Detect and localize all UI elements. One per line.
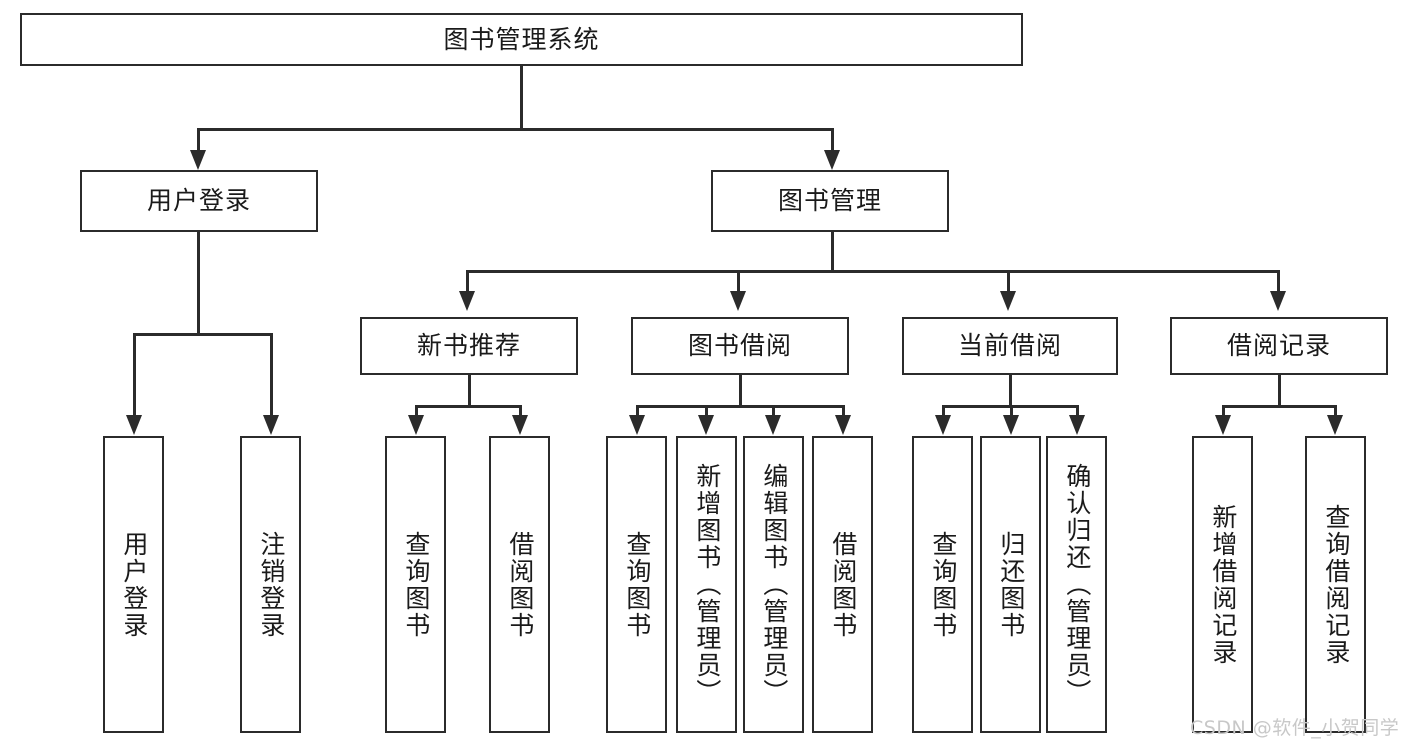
leaf-label: 新增借阅记录 (1208, 503, 1238, 666)
connector-br-leaf1 (1222, 405, 1225, 417)
node-current-borrow[interactable]: 当前借阅 (902, 317, 1118, 375)
arrowhead-leaf-logout (263, 415, 279, 435)
arrowhead-leaf-user-login (126, 415, 142, 435)
connector-book-management-stem (831, 232, 834, 272)
connector-nbr-bus (415, 405, 521, 408)
connector-root-stem (520, 66, 523, 129)
connector-bm-to-book-borrow (737, 270, 740, 292)
connector-bb-leaf2 (705, 405, 708, 417)
connector-book-management-bus (466, 270, 1280, 273)
connector-nbr-stem (468, 375, 471, 407)
arrowhead-new-book-recommend (459, 291, 475, 311)
connector-bm-to-current-borrow (1007, 270, 1010, 292)
connector-br-bus (1222, 405, 1336, 408)
connector-nbr-leaf1 (415, 405, 418, 417)
leaf-label: 新增图书（管理员） (692, 463, 722, 706)
connector-cb-stem (1009, 375, 1012, 407)
connector-bb-leaf1 (636, 405, 639, 417)
node-label: 新书推荐 (416, 331, 521, 361)
leaf-borrow-book[interactable]: 借阅图书 (812, 436, 873, 733)
leaf-return-book[interactable]: 归还图书 (980, 436, 1041, 733)
node-book-management-system[interactable]: 图书管理系统 (20, 13, 1023, 66)
arrowhead-book-borrow (730, 291, 746, 311)
connector-user-login-bus (133, 333, 272, 336)
leaf-query-borrow-record[interactable]: 查询借阅记录 (1305, 436, 1366, 733)
connector-br-leaf2 (1334, 405, 1337, 417)
leaf-add-book-admin[interactable]: 新增图书（管理员） (676, 436, 737, 733)
leaf-label: 注销登录 (256, 530, 286, 639)
connector-cb-leaf2 (1010, 405, 1013, 417)
connector-nbr-leaf2 (519, 405, 522, 417)
node-label: 图书借阅 (687, 331, 792, 361)
connector-root-to-book-management (831, 128, 834, 152)
arrowhead-borrow-record (1270, 291, 1286, 311)
node-borrow-record[interactable]: 借阅记录 (1170, 317, 1388, 375)
leaf-label: 归还图书 (996, 530, 1026, 639)
node-book-borrow[interactable]: 图书借阅 (631, 317, 849, 375)
csdn-watermark: CSDN @软件_小贺同学 (1190, 717, 1400, 739)
leaf-user-login[interactable]: 用户登录 (103, 436, 164, 733)
connector-bb-stem (739, 375, 742, 407)
arrowhead-leaf-confirm-return (1069, 415, 1085, 435)
connector-root-bus (197, 128, 834, 131)
connector-user-login-leaf2 (270, 333, 273, 417)
node-label: 图书管理 (777, 186, 882, 216)
leaf-label: 编辑图书（管理员） (759, 463, 789, 706)
arrowhead-leaf-borrow-book-2 (835, 415, 851, 435)
connector-cb-leaf3 (1076, 405, 1079, 417)
arrowhead-leaf-add-book (698, 415, 714, 435)
leaf-borrow-book-recommend[interactable]: 借阅图书 (489, 436, 550, 733)
leaf-label: 查询图书 (622, 530, 652, 639)
connector-user-login-stem (197, 232, 200, 335)
connector-cb-leaf1 (942, 405, 945, 417)
arrowhead-leaf-edit-book (765, 415, 781, 435)
connector-bm-to-new-book (466, 270, 469, 292)
leaf-query-book-recommend[interactable]: 查询图书 (385, 436, 446, 733)
arrowhead-leaf-return-book (1003, 415, 1019, 435)
arrowhead-leaf-borrow-book-1 (512, 415, 528, 435)
connector-root-to-user-login (197, 128, 200, 152)
connector-br-stem (1278, 375, 1281, 407)
node-label: 借阅记录 (1226, 331, 1331, 361)
leaf-label: 用户登录 (119, 530, 149, 639)
connector-bb-bus (636, 405, 844, 408)
leaf-query-book-current[interactable]: 查询图书 (912, 436, 973, 733)
arrowhead-user-login (190, 150, 206, 170)
leaf-label: 查询图书 (401, 530, 431, 639)
leaf-label: 借阅图书 (505, 530, 535, 639)
arrowhead-current-borrow (1000, 291, 1016, 311)
connector-bm-to-borrow-record (1277, 270, 1280, 292)
node-book-management[interactable]: 图书管理 (711, 170, 949, 232)
arrowhead-leaf-query-book-2 (629, 415, 645, 435)
leaf-confirm-return-admin[interactable]: 确认归还（管理员） (1046, 436, 1107, 733)
connector-bb-leaf3 (772, 405, 775, 417)
leaf-label: 确认归还（管理员） (1062, 463, 1092, 706)
leaf-logout[interactable]: 注销登录 (240, 436, 301, 733)
leaf-query-book-borrow[interactable]: 查询图书 (606, 436, 667, 733)
leaf-edit-book-admin[interactable]: 编辑图书（管理员） (743, 436, 804, 733)
leaf-add-borrow-record[interactable]: 新增借阅记录 (1192, 436, 1253, 733)
leaf-label: 查询借阅记录 (1321, 503, 1351, 666)
arrowhead-leaf-query-book-3 (935, 415, 951, 435)
leaf-label: 查询图书 (928, 530, 958, 639)
node-user-login[interactable]: 用户登录 (80, 170, 318, 232)
connector-bb-leaf4 (842, 405, 845, 417)
node-label: 用户登录 (146, 186, 251, 216)
node-label: 当前借阅 (957, 331, 1062, 361)
connector-user-login-leaf1 (133, 333, 136, 417)
leaf-label: 借阅图书 (828, 530, 858, 639)
arrowhead-leaf-add-record (1215, 415, 1231, 435)
node-label: 图书管理系统 (443, 24, 600, 54)
arrowhead-leaf-query-record (1327, 415, 1343, 435)
arrowhead-leaf-query-book-1 (408, 415, 424, 435)
arrowhead-book-management (824, 150, 840, 170)
node-new-book-recommend[interactable]: 新书推荐 (360, 317, 578, 375)
